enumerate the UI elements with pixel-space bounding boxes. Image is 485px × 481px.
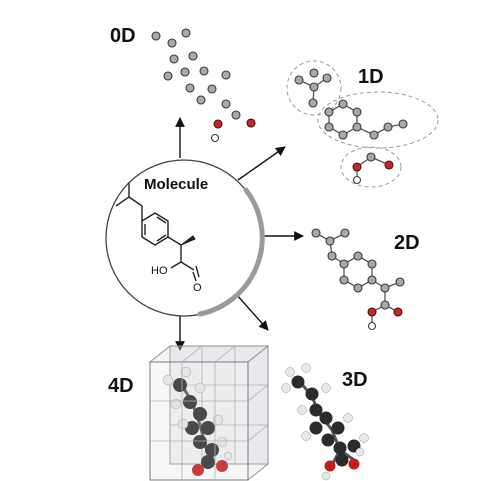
- fragment-group: [317, 91, 439, 149]
- atom: [180, 67, 190, 77]
- atom: [352, 122, 362, 132]
- atom: [338, 130, 348, 140]
- atom: [327, 251, 337, 261]
- atom-oxygen: [384, 160, 394, 170]
- voxel-grid-4d: [148, 345, 270, 481]
- label-4d: 4D: [108, 375, 134, 397]
- skeletal-formula: [115, 183, 200, 282]
- atom: [167, 38, 177, 48]
- atom: [231, 110, 241, 120]
- atom: [338, 99, 348, 109]
- atom: [367, 259, 377, 269]
- atom: [367, 275, 377, 285]
- atom: [181, 28, 191, 38]
- arrows: [175, 117, 304, 351]
- fragment-group: [286, 60, 342, 116]
- atom-oxygen: [367, 307, 377, 317]
- atom: [163, 71, 173, 81]
- fragment-group: [340, 146, 402, 188]
- atom: [380, 300, 390, 310]
- arrow-3d: [235, 293, 269, 331]
- atom: [395, 277, 405, 287]
- atom-hydrogen: [352, 175, 362, 185]
- atom: [339, 259, 349, 269]
- atom: [309, 82, 319, 92]
- atom: [324, 122, 334, 132]
- atom: [322, 73, 332, 83]
- atom: [369, 130, 379, 140]
- atom: [340, 228, 350, 238]
- atom: [352, 107, 362, 117]
- fragments-1d: [286, 60, 439, 188]
- atom-oxygen: [213, 119, 223, 129]
- atom: [325, 236, 335, 246]
- label-1d: 1D: [358, 66, 384, 88]
- atom: [308, 98, 318, 108]
- label-0d: 0D: [110, 25, 136, 47]
- graph-2d: [311, 228, 405, 331]
- atom: [353, 251, 363, 261]
- atom-oxygen: [393, 307, 403, 317]
- atoms-0d: [151, 28, 256, 143]
- atom: [199, 66, 209, 76]
- atom: [207, 84, 217, 94]
- label-2d: 2D: [394, 232, 420, 254]
- atom: [221, 99, 231, 109]
- atom: [398, 119, 408, 129]
- atom: [196, 95, 206, 105]
- atom: [380, 283, 390, 293]
- atom: [311, 228, 321, 238]
- acid-label: HO: [151, 265, 168, 277]
- atom: [324, 107, 334, 117]
- atom: [221, 70, 231, 80]
- atom: [169, 54, 179, 64]
- atom: [309, 68, 319, 78]
- atom: [294, 75, 304, 85]
- atom-hydrogen: [210, 133, 220, 143]
- atom: [366, 152, 376, 162]
- molecule-circle: Molecule HO O: [105, 159, 265, 317]
- molecule-3d: [281, 363, 369, 481]
- atom: [353, 283, 363, 293]
- arrow-1d: [237, 146, 286, 181]
- atom-hydrogen: [367, 321, 377, 331]
- acid-oxygen-label: O: [193, 282, 202, 294]
- atom: [188, 51, 198, 61]
- label-3d: 3D: [342, 369, 368, 391]
- atom-oxygen: [352, 162, 362, 172]
- molecule-3d-inside: [162, 366, 233, 476]
- atom: [383, 122, 393, 132]
- molecule-title: Molecule: [144, 176, 208, 193]
- atom: [185, 83, 195, 93]
- atom: [151, 31, 161, 41]
- atom: [339, 275, 349, 285]
- atom-oxygen: [246, 118, 256, 128]
